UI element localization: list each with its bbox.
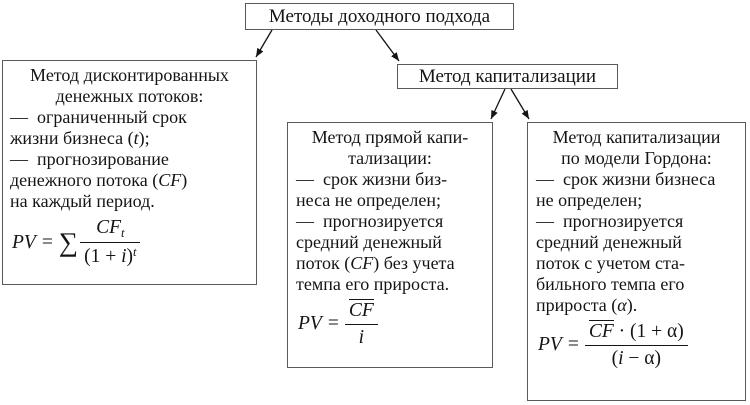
dcf-bullet-2-cont: денежного потока (CF): [10, 170, 188, 190]
var-i: i: [121, 246, 127, 268]
arrow-root-to-capitalization: [375, 29, 400, 62]
direct-fraction: CF i: [344, 299, 378, 350]
gordon-fraction: CF · (1 + α) (i − α): [584, 320, 688, 371]
gordon-bullet-1-cont: не определен;: [536, 190, 643, 210]
dcf-formula: PV = ∑ CFt (1 + i)t: [12, 217, 249, 269]
gordon-title-line2: по модели Гордона:: [561, 148, 712, 168]
direct-formula: PV = CF i: [298, 299, 484, 350]
var-cf: CF: [158, 170, 182, 190]
summation-icon: ∑: [58, 227, 79, 258]
gordon-bullet-1: — срок жизни бизнеса: [536, 169, 716, 189]
direct-bullet-2-cont2: поток (CF) без учета: [296, 253, 455, 273]
formula-pv: PV: [12, 231, 36, 253]
dcf-bullet-1-cont: жизни бизнеса (t);: [10, 128, 150, 148]
dcf-title-line2: денежных потоков:: [55, 86, 204, 106]
dcf-bullet-1: — ограниченный срок: [10, 107, 187, 127]
subscript-t: t: [121, 226, 125, 240]
node-capitalization-label: Метод капитализации: [418, 65, 597, 87]
gordon-bullet-2-cont2: поток с учетом ста-: [536, 253, 686, 273]
gordon-bullet-2: — прогнозируется: [536, 211, 684, 231]
direct-bullet-1-cont: неса не определен;: [296, 190, 442, 210]
arrow-capitalization-to-direct: [490, 88, 506, 120]
dcf-bullet-2-end: на каждый период.: [10, 191, 155, 211]
dcf-bullet-2: — прогнозирование: [10, 149, 169, 169]
overline-cf: CF: [348, 299, 374, 321]
node-capitalization-method: Метод капитализации: [397, 64, 618, 89]
direct-title-line1: Метод прямой капи-: [311, 127, 469, 147]
overline-cf: CF: [588, 320, 614, 342]
var-cf: CF: [96, 217, 121, 238]
gordon-bullet-2-cont3: бильного темпа его: [536, 274, 685, 294]
equals-sign: =: [327, 313, 339, 335]
direct-bullet-2: — прогнозируется: [296, 211, 444, 231]
direct-bullet-2-cont: средний денежный: [296, 232, 442, 252]
direct-title-line2: тализации:: [348, 148, 432, 168]
arrow-capitalization-to-gordon: [510, 88, 530, 120]
var-alpha: α: [617, 295, 627, 315]
equals-sign: =: [41, 231, 53, 253]
dcf-fraction: CFt (1 + i)t: [80, 217, 141, 269]
arrow-root-to-dcf: [255, 29, 273, 58]
gordon-bullet-2-cont: средний денежный: [536, 232, 682, 252]
node-income-methods-label: Методы доходного подхода: [268, 5, 491, 27]
superscript-t: t: [133, 245, 137, 260]
gordon-formula: PV = CF · (1 + α) (i − α): [538, 320, 737, 371]
direct-bullet-1: — срок жизни биз-: [296, 169, 448, 189]
node-gordon-model: Метод капитализации по модели Гордона: —…: [527, 122, 746, 401]
node-dcf-method: Метод дисконтированных денежных потоков:…: [2, 60, 257, 285]
gordon-title-line1: Метод капитализации: [552, 127, 721, 147]
direct-bullet-2-end: темпа его прироста.: [296, 274, 450, 294]
gordon-bullet-2-end: прироста (α).: [536, 295, 638, 315]
formula-pv: PV: [298, 313, 322, 335]
var-cf: CF: [350, 253, 374, 273]
var-t: t: [133, 128, 139, 148]
node-direct-capitalization: Метод прямой капи- тализации: — срок жиз…: [287, 122, 493, 368]
node-income-methods: Методы доходного подхода: [245, 3, 514, 30]
dcf-title-line1: Метод дисконтированных: [30, 65, 229, 85]
equals-sign: =: [567, 334, 579, 356]
var-i: i: [618, 348, 624, 370]
var-i: i: [358, 327, 364, 349]
formula-pv: PV: [538, 334, 562, 356]
